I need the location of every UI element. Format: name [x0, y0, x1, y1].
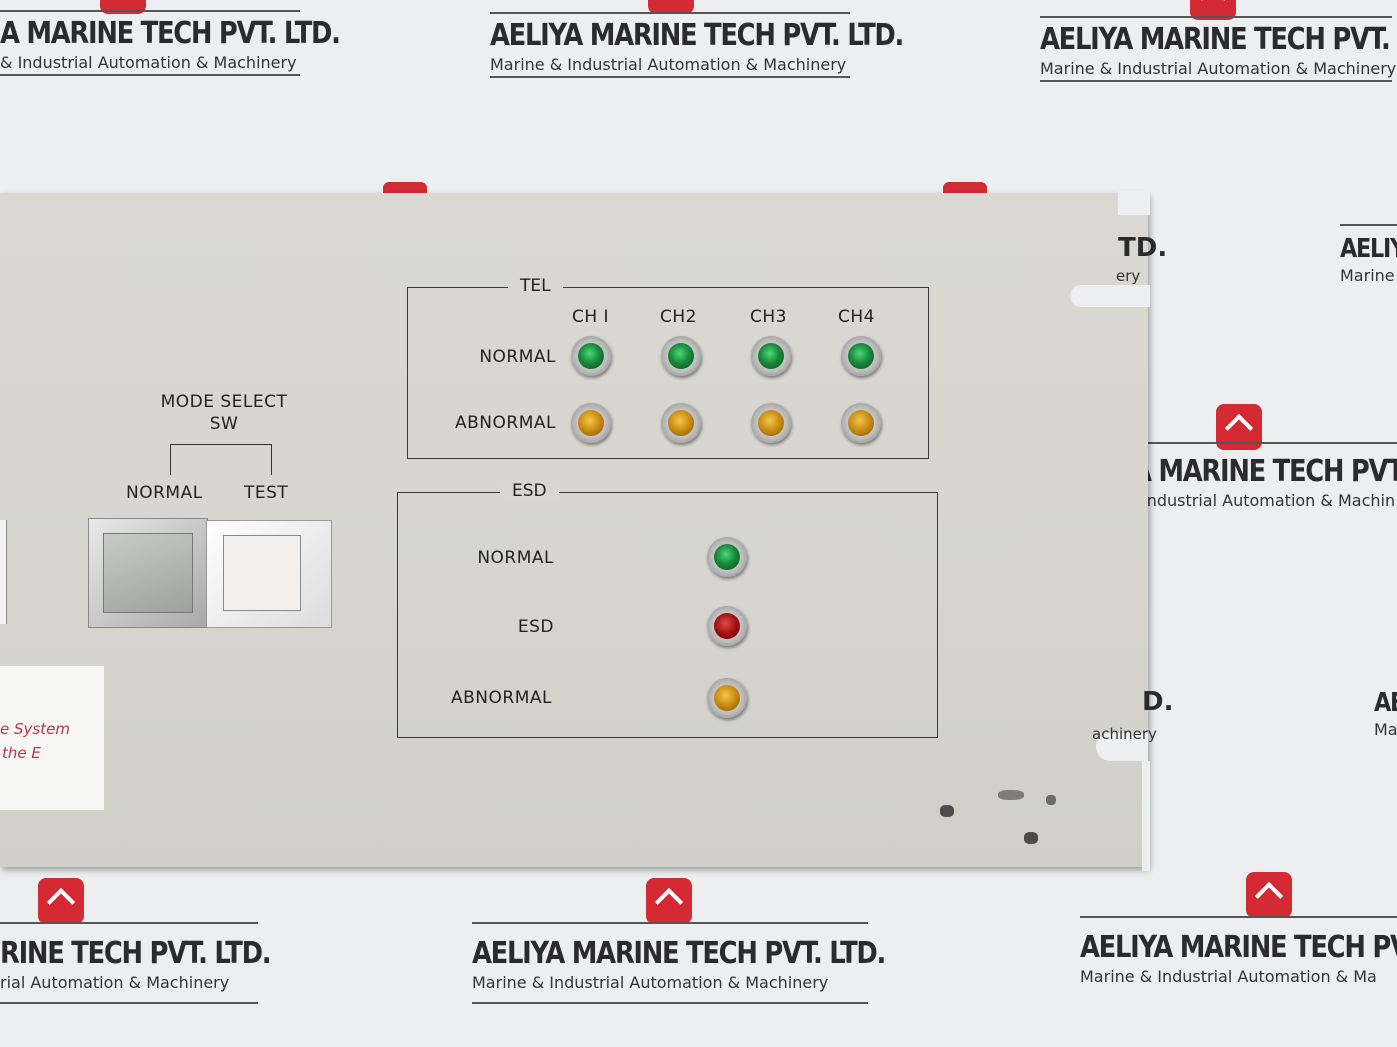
sticker-line1: e System	[0, 720, 70, 738]
wear-mark	[1046, 795, 1056, 805]
partial-button-left[interactable]	[0, 520, 7, 624]
esd-title: ESD	[500, 481, 559, 501]
logo-icon	[1246, 872, 1292, 918]
esd-normal-label: NORMAL	[477, 548, 554, 568]
watermark-tagline: & Industrial Automation & Machinery	[0, 53, 297, 72]
watermark-bottom-center: AELIYA MARINE TECH PVT. LTD. Marine & In…	[472, 878, 886, 1004]
watermark-bottom-right: AELIYA MARINE TECH PVT Marine & Industri…	[1080, 872, 1397, 986]
logo-icon	[1190, 0, 1236, 20]
mode-test-button[interactable]	[206, 520, 332, 628]
watermark-name: RINE TECH PVT. LTD.	[0, 936, 272, 971]
tel-ch1-normal-lamp	[571, 336, 611, 376]
watermark-fragment: AE	[1374, 688, 1397, 718]
watermark-top-left: A MARINE TECH PVT. LTD. & Industrial Aut…	[0, 0, 341, 76]
watermark-name: AELIYA MARINE TECH PVT. LTD.	[472, 936, 886, 971]
watermark-name: AELIYA MARINE TECH PVT	[1080, 930, 1397, 965]
tel-ch4-normal-lamp	[841, 336, 881, 376]
tel-ch2-abnormal-lamp	[661, 403, 701, 443]
tel-ch3-abnormal-lamp	[751, 403, 791, 443]
watermark-fragment: ery	[1116, 267, 1141, 285]
logo-icon	[648, 0, 694, 14]
watermark-top-right: AELIYA MARINE TECH PVT. LTD. Marine & In…	[1040, 0, 1397, 82]
esd-normal-lamp	[707, 537, 747, 577]
esd-esd-lamp	[707, 606, 747, 646]
mode-test-label: TEST	[244, 483, 289, 503]
watermark-name: A MARINE TECH PVT. LT	[1132, 454, 1397, 489]
watermark-right-top: AELIY Marine	[1340, 222, 1397, 285]
tel-title: TEL	[508, 276, 563, 296]
logo-icon	[38, 878, 84, 924]
esd-abnormal-label: ABNORMAL	[451, 688, 552, 708]
esd-esd-label: ESD	[517, 617, 554, 637]
logo-icon	[383, 182, 427, 196]
esd-frame: ESD	[397, 481, 938, 738]
watermark-tagline: Marine & Industrial Automation & Machine…	[490, 55, 847, 74]
watermark-name: AELIYA MARINE TECH PVT. LTD.	[1040, 22, 1397, 57]
esd-abnormal-lamp	[707, 678, 747, 718]
wear-mark	[998, 790, 1024, 800]
watermark-tagline: Marine & Industrial Automation & Ma	[1080, 967, 1377, 986]
watermark-fragment: Ma	[1374, 720, 1397, 739]
tel-ch4-abnormal-lamp	[841, 403, 881, 443]
watermark-name: A MARINE TECH PVT. LTD.	[0, 16, 341, 51]
wear-mark	[1024, 832, 1038, 844]
instruction-sticker: e System the E	[0, 666, 104, 810]
tel-ch3-normal-lamp	[751, 336, 791, 376]
mode-normal-label: NORMAL	[126, 483, 203, 503]
tel-channel-1-label: CH I	[572, 307, 610, 327]
watermark-tagline: Marine & Industrial Automation & Machine…	[1040, 59, 1397, 78]
watermark-bottom-left: RINE TECH PVT. LTD. rial Automation & Ma…	[0, 878, 272, 1004]
watermark-tagline: Marine & Industrial Automation & Machine…	[472, 973, 829, 992]
watermark-name: AELIYA MARINE TECH PVT. LTD.	[490, 18, 904, 53]
mode-normal-button[interactable]	[88, 518, 208, 628]
watermark-tagline: Industrial Automation & Machin	[1142, 491, 1396, 510]
tel-normal-label: NORMAL	[479, 347, 556, 367]
mode-select-title: MODE SELECT SW	[140, 391, 308, 435]
tel-ch2-normal-lamp	[661, 336, 701, 376]
watermark-right-mid: A MARINE TECH PVT. LT Industrial Automat…	[1132, 404, 1397, 510]
watermark-top-center: AELIYA MARINE TECH PVT. LTD. Marine & In…	[490, 0, 904, 78]
tel-channel-3-label: CH3	[750, 307, 787, 327]
watermark-fragment: TD.	[1118, 233, 1168, 263]
watermark-tagline: rial Automation & Machinery	[0, 973, 230, 992]
tel-channel-4-label: CH4	[838, 307, 875, 327]
watermark-name: AELIY	[1340, 234, 1397, 264]
logo-icon	[646, 878, 692, 924]
tel-frame: TEL	[407, 276, 929, 459]
mode-select-title-line1: MODE SELECT	[160, 392, 288, 412]
tel-ch1-abnormal-lamp	[571, 403, 611, 443]
logo-icon	[943, 182, 987, 196]
watermark-right-low: AE Ma	[1374, 688, 1397, 739]
tel-abnormal-label: ABNORMAL	[455, 413, 556, 433]
sticker-line2: the E	[2, 744, 41, 762]
wear-mark	[940, 805, 954, 817]
watermark-fragment: achinery	[1092, 725, 1157, 743]
watermark-tagline: Marine	[1340, 266, 1395, 285]
mode-select-bracket	[170, 444, 272, 475]
watermark-fragment: D.	[1142, 687, 1174, 717]
tel-channel-2-label: CH2	[660, 307, 697, 327]
mode-select-title-line2: SW	[209, 414, 239, 434]
